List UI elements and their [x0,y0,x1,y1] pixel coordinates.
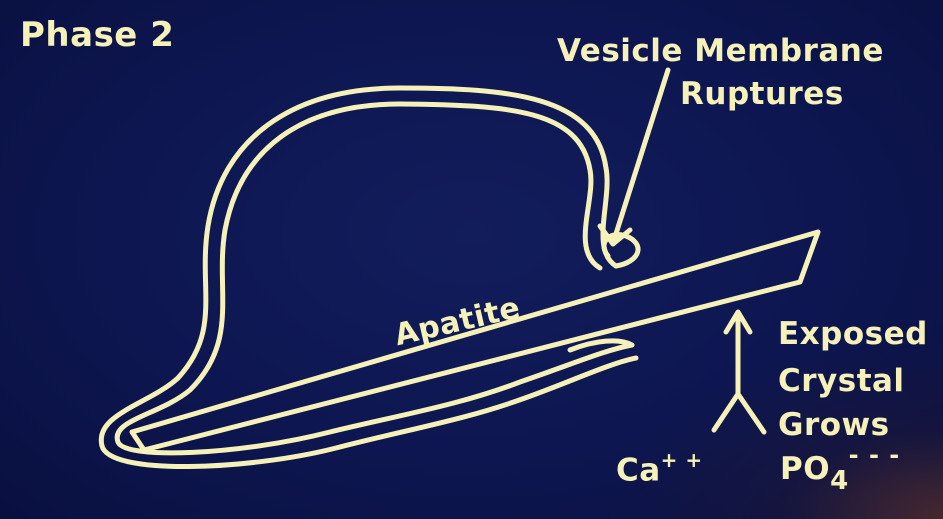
vesicle-membrane-outer [117,104,632,453]
rupture-arrow-shaft [614,70,668,240]
phosphate-symbol: PO [780,451,830,487]
vesicle-membrane-inner [101,88,636,467]
calcium-charge: + + [661,448,703,472]
calcium-ion-label: Ca+ + [616,452,703,486]
phosphate-ion-label: PO4- - - [780,454,900,485]
phosphate-charge: - - - [849,441,901,469]
phosphate-branch [738,394,764,432]
apatite-crystal [132,232,818,450]
phosphate-subscript: 4 [830,466,849,496]
exposed-label-line1: Exposed [778,319,928,350]
calcium-symbol: Ca [616,452,661,488]
exposed-label-line2: Crystal [778,366,905,397]
phase-title: Phase 2 [20,18,174,52]
calcium-branch [714,394,738,430]
rupture-label-line1: Vesicle Membrane [557,36,884,67]
exposed-label-line3: Grows [778,410,890,441]
rupture-label-line2: Ruptures [680,79,844,110]
